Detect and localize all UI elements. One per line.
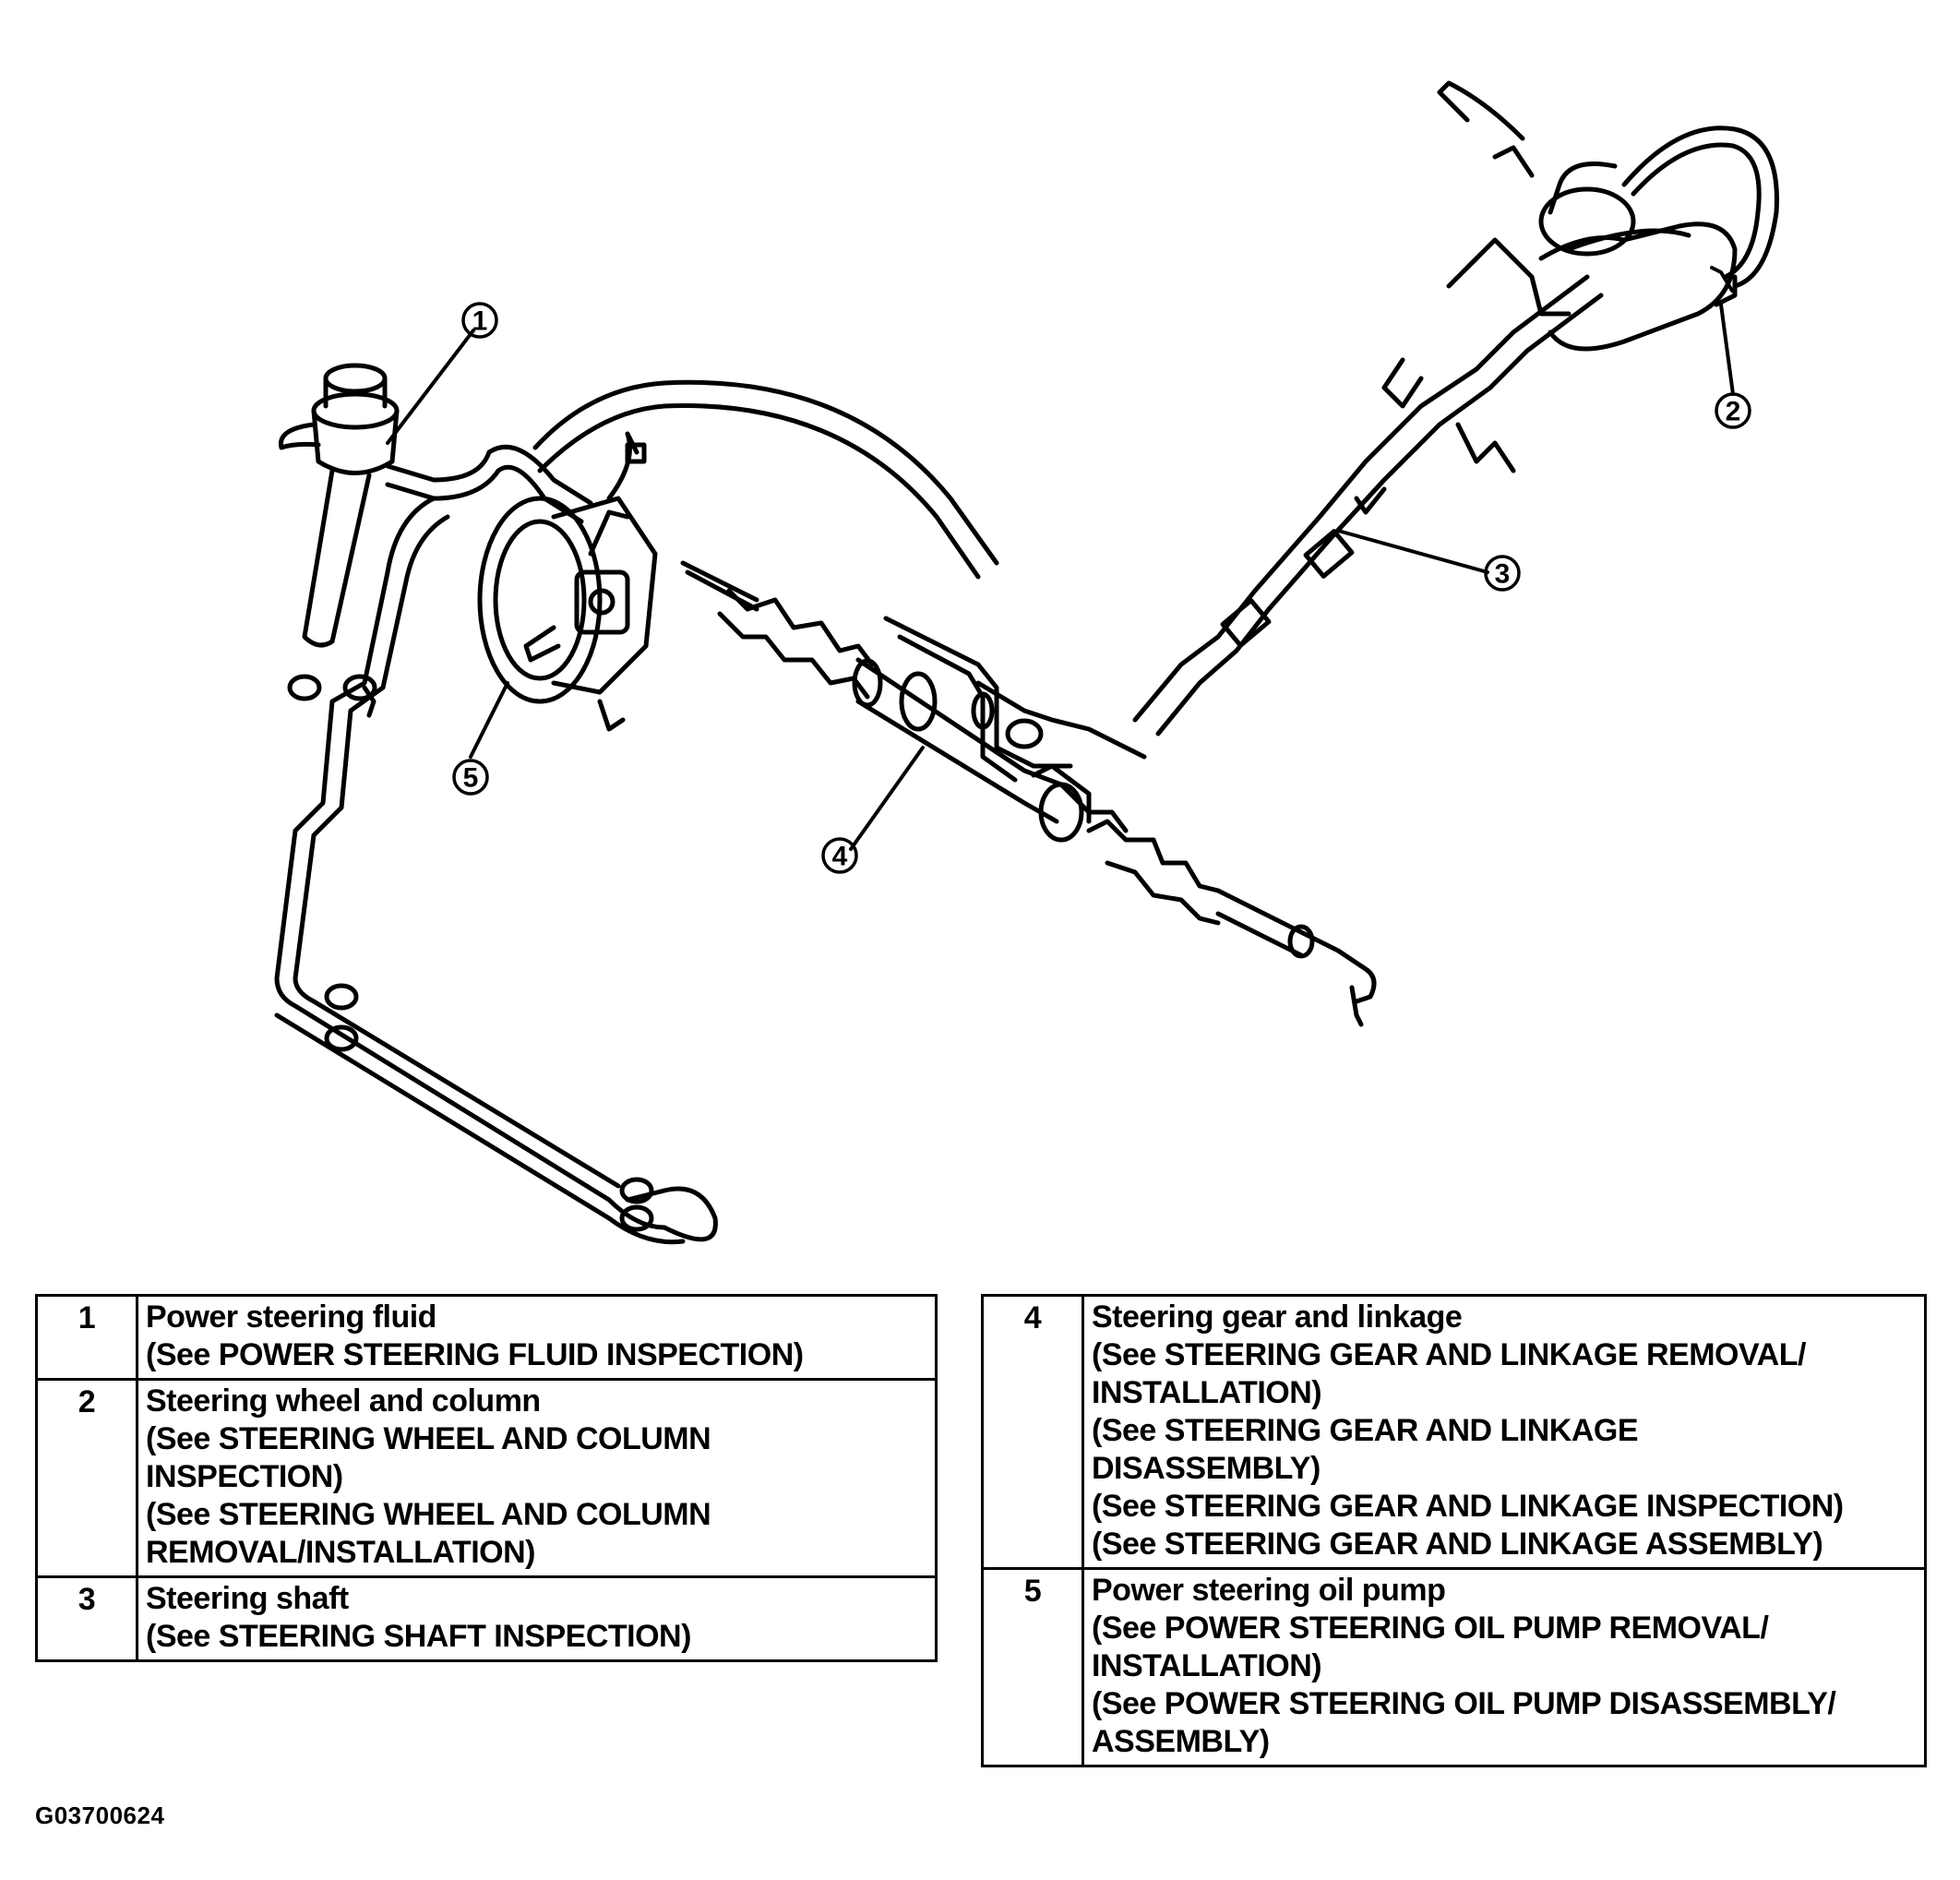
- figure-code: G03700624: [35, 1802, 165, 1829]
- legend-table-left: 1 Power steering fluid (See POWER STEERI…: [35, 1294, 938, 1662]
- rack-lines: [883, 616, 1073, 769]
- legend-line: Steering gear and linkage: [1092, 1299, 1463, 1335]
- pressure-hose: [532, 379, 999, 566]
- legend-table-right: 4 Steering gear and linkage (See STEERIN…: [981, 1294, 1927, 1767]
- callout-circle-1: [461, 302, 498, 339]
- legend-line: Power steering oil pump: [1092, 1573, 1446, 1608]
- steering-rack: [680, 560, 1377, 1027]
- legend-line: INSTALLATION): [1092, 1375, 1322, 1410]
- oil-pump: [477, 496, 658, 732]
- callout-label-4: 4: [832, 842, 848, 872]
- legend-description: Steering wheel and column (See STEERING …: [136, 1378, 938, 1578]
- steering-column-wheel: [1437, 80, 1779, 390]
- legend-line: (See STEERING WHEEL AND COLUMN: [146, 1497, 711, 1532]
- steering-shaft: [1132, 357, 1516, 736]
- legend-description: Steering gear and linkage (See STEERING …: [1082, 1294, 1927, 1570]
- legend-number: 4: [981, 1294, 1084, 1570]
- legend-number: 3: [35, 1575, 138, 1662]
- callout-circle-5: [452, 759, 489, 796]
- legend-line: (See STEERING GEAR AND LINKAGE REMOVAL/: [1092, 1337, 1806, 1372]
- supply-hose: [385, 444, 593, 506]
- callout-label-1: 1: [472, 306, 488, 337]
- legend-line: Steering shaft: [146, 1581, 349, 1616]
- return-lines: [274, 496, 718, 1245]
- legend-line: INSTALLATION): [1092, 1648, 1322, 1683]
- legend-line: (See POWER STEERING OIL PUMP REMOVAL/: [1092, 1611, 1769, 1646]
- callout-label-3: 3: [1495, 559, 1511, 590]
- legend-line: Power steering fluid: [146, 1299, 436, 1335]
- reservoir: [278, 363, 400, 648]
- legend-row: 2 Steering wheel and column (See STEERIN…: [35, 1378, 938, 1578]
- legend-line: (See POWER STEERING OIL PUMP DISASSEMBLY…: [1092, 1686, 1836, 1721]
- legend-row: 4 Steering gear and linkage (See STEERIN…: [981, 1294, 1927, 1570]
- legend-number: 1: [35, 1294, 138, 1381]
- legend-line: INSPECTION): [146, 1459, 343, 1494]
- legend-line: REMOVAL/INSTALLATION): [146, 1535, 536, 1570]
- callout-label-2: 2: [1726, 397, 1741, 427]
- legend-line: (See STEERING WHEEL AND COLUMN: [146, 1421, 711, 1456]
- legend-description: Steering shaft (See STEERING SHAFT INSPE…: [136, 1575, 938, 1662]
- legend-row: 3 Steering shaft (See STEERING SHAFT INS…: [35, 1575, 938, 1662]
- legend-line: (See STEERING SHAFT INSPECTION): [146, 1619, 691, 1654]
- callout-leaders: [386, 266, 1734, 851]
- callout-circle-3: [1484, 555, 1521, 592]
- legend-description: Power steering fluid (See POWER STEERING…: [136, 1294, 938, 1381]
- callout-circle-4: [821, 837, 858, 874]
- legend-line: DISASSEMBLY): [1092, 1451, 1321, 1486]
- steering-system-diagram: 1 2 3 4 5: [274, 80, 1779, 1245]
- callout-label-5: 5: [463, 763, 479, 794]
- legend-row: 5 Power steering oil pump (See POWER STE…: [981, 1567, 1927, 1767]
- legend-line: (See POWER STEERING FLUID INSPECTION): [146, 1337, 804, 1372]
- legend-line: Steering wheel and column: [146, 1383, 541, 1419]
- legend-line: (See STEERING GEAR AND LINKAGE: [1092, 1413, 1639, 1448]
- legend-row: 1 Power steering fluid (See POWER STEERI…: [35, 1294, 938, 1381]
- legend-description: Power steering oil pump (See POWER STEER…: [1082, 1567, 1927, 1767]
- legend-number: 5: [981, 1567, 1084, 1767]
- legend-line: ASSEMBLY): [1092, 1724, 1270, 1759]
- legend-line: (See STEERING GEAR AND LINKAGE INSPECTIO…: [1092, 1489, 1844, 1524]
- legend-line: (See STEERING GEAR AND LINKAGE ASSEMBLY): [1092, 1527, 1823, 1562]
- legend-number: 2: [35, 1378, 138, 1578]
